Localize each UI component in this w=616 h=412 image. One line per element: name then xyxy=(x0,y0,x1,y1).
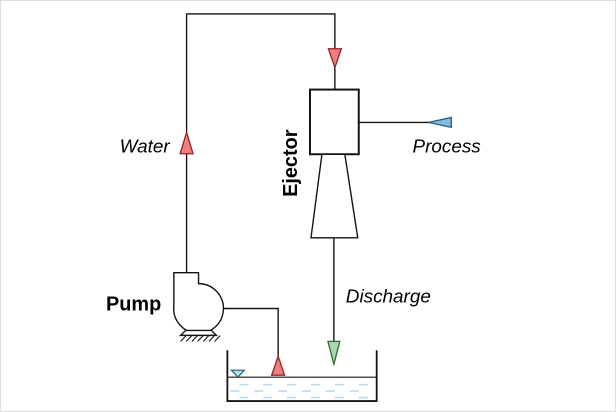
tank xyxy=(226,350,378,402)
ejector-body xyxy=(308,88,360,156)
water-label: Water xyxy=(120,136,171,157)
water-flow-arrow-icon xyxy=(179,130,194,155)
pump-suction-arrow-icon xyxy=(270,354,286,376)
pump-symbol xyxy=(173,271,225,335)
water-level-icon xyxy=(230,369,246,379)
ejector-diffuser-cone xyxy=(310,153,359,239)
ejector-inlet-arrow-icon xyxy=(327,48,343,70)
pipe-pump-suction xyxy=(198,307,279,357)
pump-base xyxy=(178,329,219,337)
process-label: Process xyxy=(412,136,481,157)
pump-base-hatching xyxy=(180,335,221,342)
process-inlet-arrow-icon xyxy=(428,116,452,129)
discharge-label: Discharge xyxy=(346,287,431,308)
tank-water-dashes xyxy=(230,383,374,399)
pump-label: Pump xyxy=(106,293,161,315)
discharge-arrow-icon xyxy=(327,340,341,367)
ejector-label: Ejector xyxy=(280,129,302,197)
